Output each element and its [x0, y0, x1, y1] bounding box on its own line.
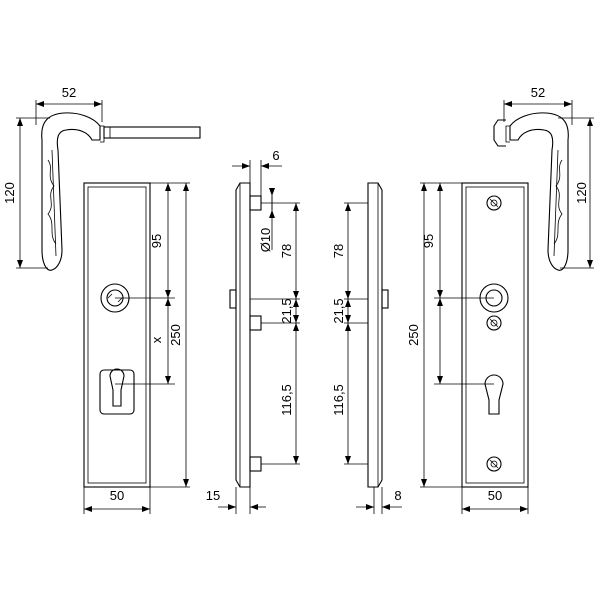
left-handle-width-label: 52 — [62, 85, 76, 100]
left-handle — [41, 112, 201, 271]
left-front-95-label: 95 — [149, 234, 164, 248]
right-cylinder-cutout — [484, 374, 504, 415]
left-cylinder-cutout — [99, 369, 135, 415]
left-pin-mid — [249, 315, 262, 331]
left-front-x-label: x — [149, 336, 164, 343]
right-handle-width-dim: 52 — [503, 85, 573, 125]
right-front-250-label: 250 — [406, 324, 421, 346]
right-side-78-label: 78 — [331, 244, 346, 258]
left-front-x-dim: x — [149, 298, 171, 384]
left-pin-top — [249, 195, 262, 211]
right-front-x-dim — [437, 298, 443, 384]
right-front-50-label: 50 — [488, 488, 502, 503]
right-front-95-dim: 95 — [420, 182, 462, 298]
right-front-250-dim: 250 — [406, 183, 462, 488]
left-side-78-label: 78 — [279, 244, 294, 258]
left-side-15-label: 15 — [206, 488, 220, 503]
left-pin-bottom — [249, 456, 262, 472]
right-screw-mid — [486, 315, 502, 331]
left-side-21-5-label: 21,5 — [279, 298, 294, 323]
left-side-21-5-dim: 21,5 — [279, 298, 299, 324]
left-side-d10-label: Ø10 — [258, 228, 273, 253]
right-side-8-label: 8 — [394, 488, 401, 503]
right-front-50-dim: 50 — [461, 487, 529, 514]
right-handle-height-dim: 120 — [558, 117, 594, 269]
right-side-116-5-label: 116,5 — [331, 384, 346, 416]
left-front-250-dim: 250 — [150, 183, 190, 488]
left-side-6-dim: 6 — [232, 148, 282, 196]
left-front-95-dim: 95 — [149, 182, 190, 298]
right-screw-bottom — [486, 456, 502, 472]
right-side-21-5-dim: 21,5 — [331, 298, 351, 324]
left-front-50-dim: 50 — [83, 487, 151, 514]
left-front-50-label: 50 — [110, 488, 124, 503]
left-side-plate — [229, 182, 300, 488]
right-handle-height-label: 120 — [574, 182, 589, 204]
left-front-250-label: 250 — [168, 324, 183, 346]
left-front-plate — [83, 182, 175, 488]
right-front-plate — [434, 182, 529, 488]
left-handle-height-dim: 120 — [2, 117, 50, 269]
right-handle-width-label: 52 — [531, 85, 545, 100]
left-side-116-5-dim: 116,5 — [279, 323, 299, 464]
right-side-plate — [344, 182, 389, 488]
left-handle-width-dim: 52 — [35, 85, 103, 125]
left-side-15-dim: 15 — [206, 487, 266, 514]
left-side-6-label: 6 — [272, 148, 279, 163]
left-side-d10-dim: Ø10 — [258, 188, 275, 252]
right-screw-top — [486, 195, 502, 211]
right-side-21-5-label: 21,5 — [331, 298, 346, 323]
right-side-116-5-dim: 116,5 — [331, 323, 351, 464]
left-side-116-5-label: 116,5 — [279, 384, 294, 416]
right-front-95-label: 95 — [421, 234, 436, 248]
right-handle — [493, 112, 569, 271]
left-side-78-dim: 78 — [279, 203, 299, 299]
left-handle-height-label: 120 — [2, 182, 17, 204]
right-side-78-dim: 78 — [331, 203, 351, 299]
right-side-8-dim: 8 — [356, 487, 402, 514]
